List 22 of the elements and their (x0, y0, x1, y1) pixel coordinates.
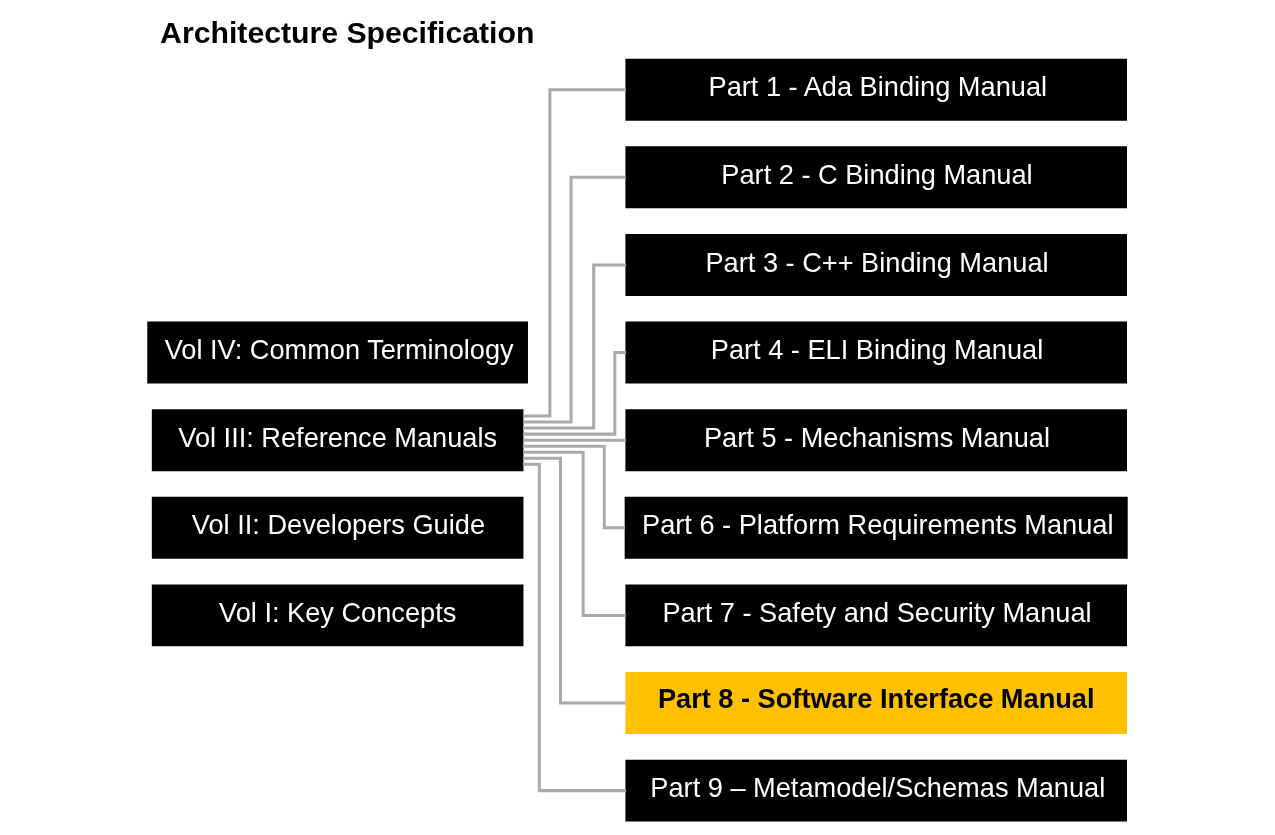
connector (523, 450, 626, 617)
diagram-title: Architecture Specification (160, 15, 535, 49)
node-box: Part 8 - Software Interface Manual (625, 672, 1127, 734)
node-box: Vol II: Developers Guide (151, 496, 524, 559)
node-box: Part 1 - Ada Binding Manual (625, 58, 1127, 121)
node-box: Vol IV: Common Terminology (147, 321, 528, 384)
node-box: Part 5 - Mechanisms Manual (625, 409, 1127, 472)
connector (523, 263, 627, 430)
node-box: Part 3 - C++ Binding Manual (625, 233, 1127, 296)
connector (522, 351, 627, 436)
node-box: Part 2 - C Binding Manual (625, 146, 1127, 209)
node-box: Vol III: Reference Manuals (151, 409, 524, 472)
connector (523, 438, 626, 442)
connector (523, 456, 626, 705)
node-box: Part 4 - ELI Binding Manual (625, 321, 1127, 384)
node-box: Part 9 – Metamodel/Schemas Manual (625, 759, 1127, 822)
node-box: Vol I: Key Concepts (151, 584, 524, 647)
connector (523, 88, 626, 418)
connector (523, 175, 626, 424)
connector (522, 462, 627, 793)
node-box: Part 6 - Platform Requirements Manual (624, 496, 1128, 559)
node-box: Part 7 - Safety and Security Manual (625, 584, 1127, 647)
